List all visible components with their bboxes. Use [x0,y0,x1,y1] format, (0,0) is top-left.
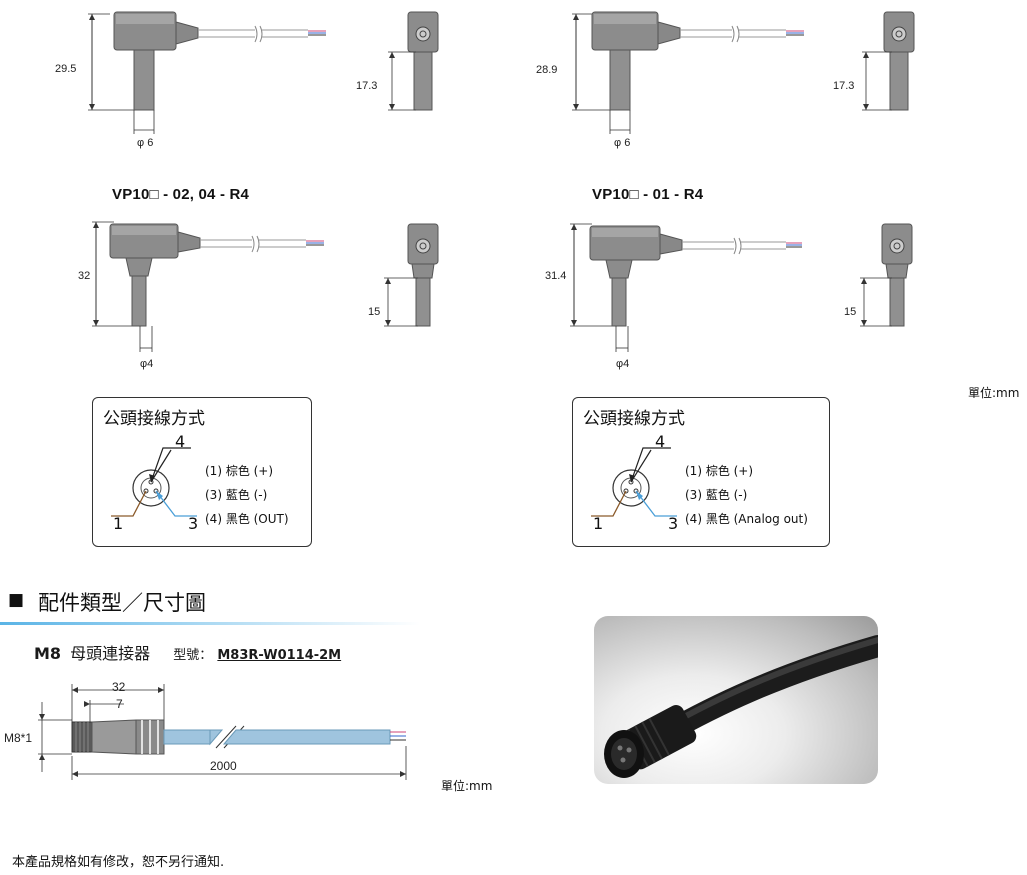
dim-side-top-left: 17.3 [356,80,378,92]
wiring-box-title: 公頭接線方式 [583,409,685,429]
sensor-front-drawing-top-left [88,11,326,134]
dim-diameter-top-right: φ 6 [614,137,631,149]
dim-diameter-mid-left: φ4 [140,358,154,370]
pin-number-3: 3 [668,514,679,533]
unit-label-bottom: 單位:mm [441,779,493,793]
pin-number-4: 4 [175,432,186,451]
dim-height-mid-left: 32 [78,270,91,282]
wiring-box-left: 公頭接線方式 4 1 3 (1) 棕色 (+) (3) 藍色 (-) (4) 黑… [92,397,312,547]
pin-number-1: 1 [113,514,124,533]
unit-label-top: 單位:mm [968,386,1020,400]
sensor-side-drawing-mid-right [860,223,913,327]
wire-color-line-3: (4) 黑色 (OUT) [205,512,289,526]
accessory-model-number: M83R-W0114-2M [217,648,342,663]
accessory-heading: M8 母頭連接器 型號： M83R-W0114-2M [34,640,341,664]
dim-length-32: 32 [112,680,126,694]
pin-number-3: 3 [188,514,199,533]
sensor-side-drawing-top-right [862,11,915,111]
wiring-box-right: 公頭接線方式 4 1 3 (1) 棕色 (+) (3) 藍色 (-) (4) 黑… [572,397,830,547]
connector-photo [594,616,878,784]
wire-color-line-2: (3) 藍色 (-) [205,488,268,502]
dim-thread-size: M8*1 [4,731,33,745]
section-bullet-icon: ■ [8,590,25,610]
dim-length-2000: 2000 [210,759,237,773]
section-underline [0,622,420,625]
accessory-name: M8 [34,644,62,663]
connector-pinout-icon [591,447,677,517]
model-label-right: VP10□ - 01 - R4 [592,186,704,203]
wiring-box-title: 公頭接線方式 [103,409,205,429]
dim-length-7: 7 [116,697,123,711]
sensor-front-drawing-top-right [572,11,804,134]
dim-height-mid-right: 31.4 [545,270,567,282]
connector-dimension-drawing [38,684,407,780]
accessory-model-label: 型號： [173,648,213,663]
sensor-side-drawing-top-left [388,11,439,111]
sensor-front-drawing-mid-left [92,221,324,352]
model-label-left: VP10□ - 02, 04 - R4 [112,186,250,203]
accessory-name-suffix: 母頭連接器 [70,644,151,663]
dim-side-mid-right: 15 [844,306,857,318]
wire-color-line-2: (3) 藍色 (-) [685,488,748,502]
wire-color-line-3: (4) 黑色 (Analog out) [685,512,808,526]
dim-height-top-right: 28.9 [536,64,558,76]
pin-number-1: 1 [593,514,604,533]
connector-pinout-icon [111,447,197,517]
dim-height-top-left: 29.5 [55,63,77,75]
footer-note: 本產品規格如有修改，恕不另行通知. [12,855,225,870]
sensor-side-drawing-mid-left [384,223,439,327]
dim-diameter-top-left: φ 6 [137,137,154,149]
sensor-front-drawing-mid-right [570,223,802,352]
dim-side-top-right: 17.3 [833,80,855,92]
wire-color-line-1: (1) 棕色 (+) [205,464,274,478]
pin-number-4: 4 [655,432,666,451]
dim-side-mid-left: 15 [368,306,381,318]
connector-photo-illustration [604,635,878,778]
section-title: 配件類型／尺寸圖 [38,591,206,615]
dim-diameter-mid-right: φ4 [616,358,630,370]
wire-color-line-1: (1) 棕色 (+) [685,464,754,478]
